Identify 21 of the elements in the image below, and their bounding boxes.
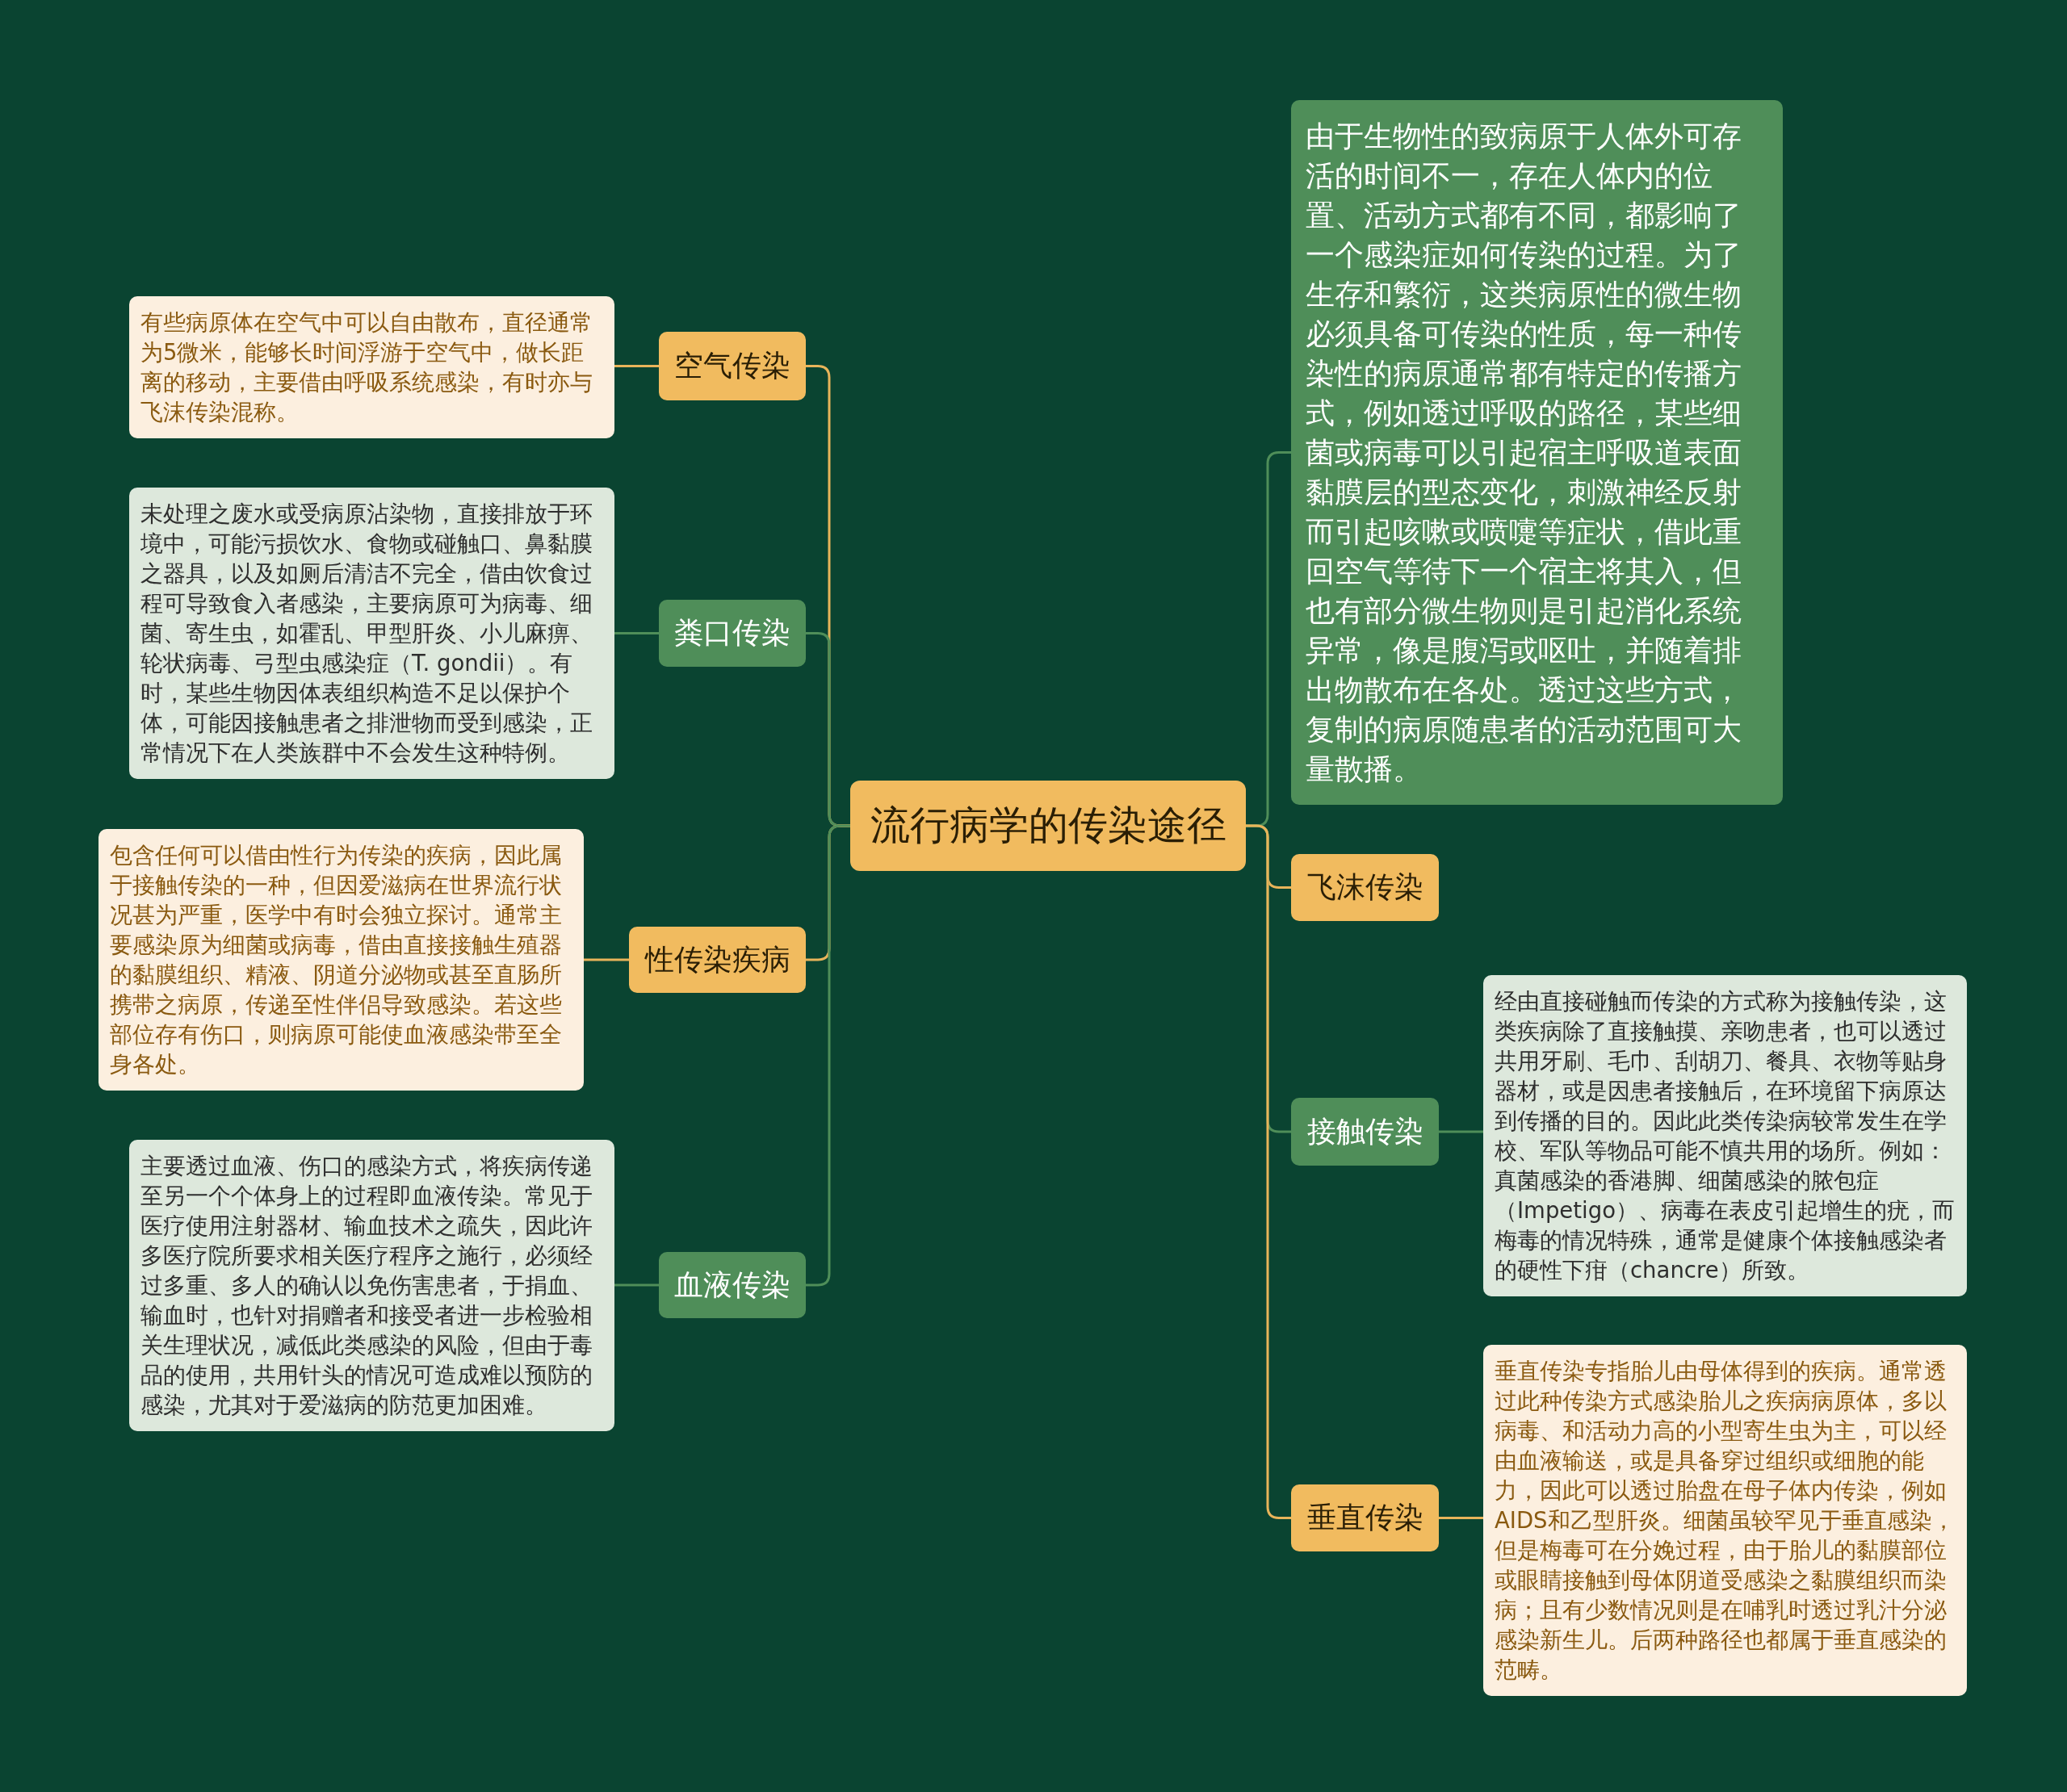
description-box: 由于生物性的致病原于人体外可存活的时间不一，存在人体内的位置、活动方式都有不同，都影响了一个感染症如何传染的过程。为了生存和繁衍，这类病原性的微生物必须具备可传染的性质，每一种传染性的病原通常都有特定的传播方式，例如透过呼吸的路径，某些细菌或病毒可以引起宿主呼吸道表面黏膜层的型态变化，刺激神经反射而引起咳嗽或喷嚏等症状，借此重回空气等待下一个宿主将其入，但也有部分微生物则是引起消化系统异常，像是腹泻或呕吐，并随着排出物散布在各处。透过这些方式，复制的病原随患者的活动范围可大量散播。 xyxy=(1291,100,1783,805)
branch-topic-box: 接触传染 xyxy=(1291,1098,1439,1166)
connector-line xyxy=(1439,1130,1483,1133)
connector-line xyxy=(614,632,659,634)
branch-topic-box: 血液传染 xyxy=(659,1252,806,1318)
branch-topic-box: 飞沫传染 xyxy=(1291,854,1439,921)
description-box: 有些病原体在空气中可以自由散布，直径通常为5微米，能够长时间浮游于空气中，做长距离的移动，主要借由呼吸系统感染，有时亦与飞沫传染混称。 xyxy=(129,296,614,438)
description-box: 经由直接碰触而传染的方式称为接触传染，这类疾病除了直接触摸、亲吻患者，也可以透过共用牙刷、毛巾、刮胡刀、餐具、衣物等贴身器材，或是因患者接触后，在环境留下病原达到传播的目的。因此此类传染病较常发生在学校、军队等物品可能不慎共用的场所。例如：真菌感染的香港脚、细菌感染的脓包症（Impetigo）、病毒在表皮引起增生的疣，而梅毒的情况特殊，通常是健康个体接触感染者的硬性下疳（chancre）所致。 xyxy=(1483,975,1967,1296)
description-box: 包含任何可以借由性行为传染的疾病，因此属于接触传染的一种，但因爱滋病在世界流行状况甚为严重，医学中有时会独立探讨。通常主要感染原为细菌或病毒，借由直接接触生殖器的黏膜组织、精液、阴道分泌物或甚至直肠所携带之病原，传递至性伴侣导致感染。若这些部位存有伤口，则病原可能使血液感染带至全身各处。 xyxy=(99,829,584,1091)
branch-topic-box: 粪口传染 xyxy=(659,600,806,667)
branch-topic-box: 空气传染 xyxy=(659,332,806,400)
description-box: 主要透过血液、伤口的感染方式，将疾病传递至另一个个体身上的过程即血液传染。常见于医疗使用注射器材、输血技术之疏失，因此许多医疗院所要求相关医疗程序之施行，必须经过多重、多人的确认以免伤害患者，于捐血、输血时，也针对捐赠者和接受者进一步检验相关生理状况，减低此类感染的风险，但由于毒品的使用，共用针头的情况可造成难以预防的感染，尤其对于爱滋病的防范更加困难。 xyxy=(129,1140,614,1431)
description-box: 未处理之废水或受病原沾染物，直接排放于环境中，可能污损饮水、食物或碰触口、鼻黏膜之器具，以及如厕后清洁不完全，借由饮食过程可导致食入者感染，主要病原可为病毒、细菌、寄生虫，如霍乱、甲型肝炎、小儿麻痹、轮状病毒、弓型虫感染症（T. gondii）。有时，某些生物因体表组织构造不足以保护个体，可能因接触患者之排泄物而受到感染，正常情况下在人类族群中不会发生这种特例。 xyxy=(129,488,614,779)
branch-topic-box: 性传染疾病 xyxy=(629,927,806,993)
connector-line xyxy=(584,958,629,961)
connector-line xyxy=(1439,1517,1483,1519)
central-topic-box: 流行病学的传染途径 xyxy=(850,781,1246,871)
branch-topic-box: 垂直传染 xyxy=(1291,1484,1439,1551)
connector-line xyxy=(614,365,659,367)
description-box: 垂直传染专指胎儿由母体得到的疾病。通常透过此种传染方式感染胎儿之疾病病原体，多以病毒、和活动力高的小型寄生虫为主，可以经由血液输送，或是具备穿过组织或细胞的能力，因此可以透过胎盘在母子体内传染，例如AIDS和乙型肝炎。细菌虽较罕见于垂直感染，但是梅毒可在分娩过程，由于胎儿的黏膜部位或眼睛接触到母体阴道受感染之黏膜组织而染病；且有少数情况则是在哺乳时透过乳汁分泌感染新生儿。后两种路径也都属于垂直感染的范畴。 xyxy=(1483,1345,1967,1696)
connector-line xyxy=(614,1283,659,1287)
